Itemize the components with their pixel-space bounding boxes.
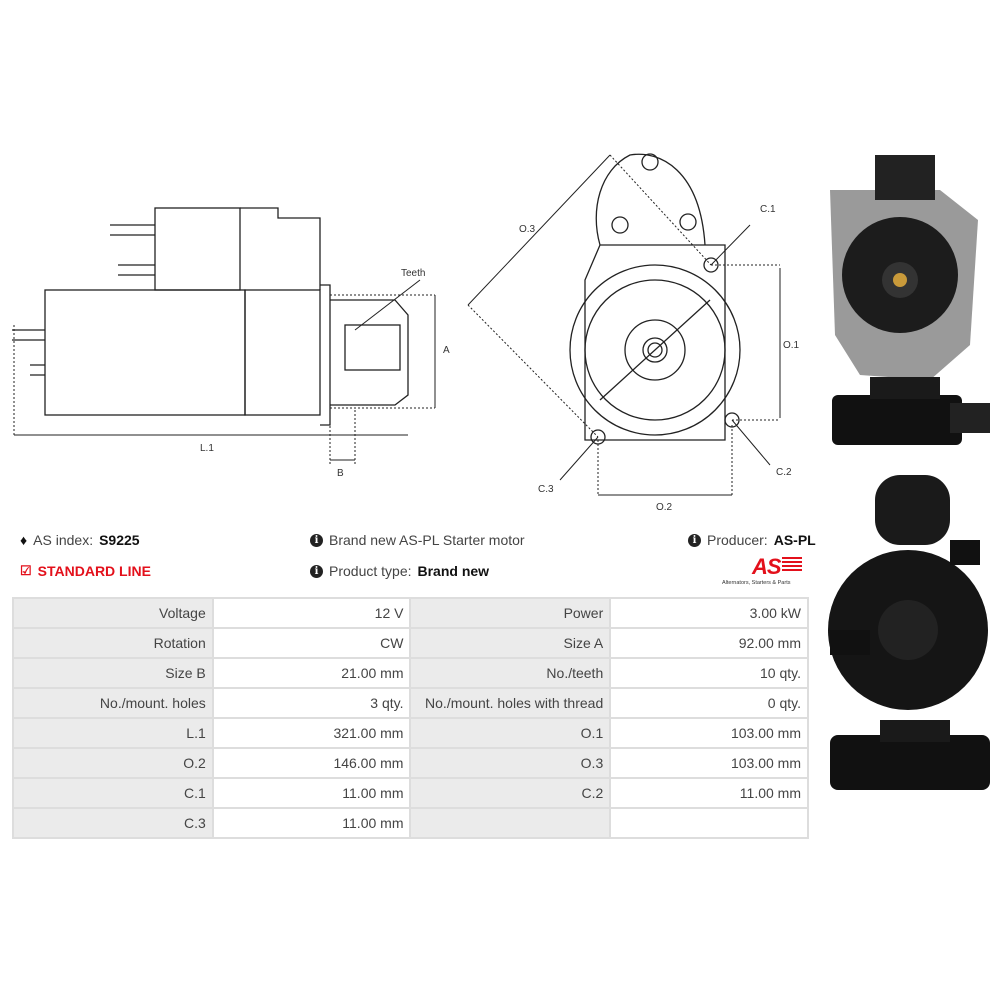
spec-value: 321.00 mm bbox=[211, 717, 412, 749]
spec-value: 146.00 mm bbox=[211, 747, 412, 779]
product-photos bbox=[828, 155, 990, 790]
spec-value: 3 qty. bbox=[211, 687, 412, 719]
spec-label: O.3 bbox=[409, 747, 612, 779]
spec-label: Rotation bbox=[12, 627, 214, 659]
spec-label: C.2 bbox=[409, 777, 612, 809]
logo-tagline: Alternators, Starters & Parts bbox=[722, 580, 791, 586]
spec-value: 92.00 mm bbox=[609, 627, 809, 659]
spec-value: 3.00 kW bbox=[609, 597, 809, 629]
label-b: B bbox=[337, 468, 344, 479]
label-o2: O.2 bbox=[656, 502, 673, 513]
spec-label: Voltage bbox=[12, 597, 214, 629]
logo-stripes bbox=[782, 557, 802, 573]
spec-label: O.1 bbox=[409, 717, 612, 749]
spec-label: Power bbox=[409, 597, 612, 629]
info-icon: i bbox=[310, 533, 323, 547]
label-o1: O.1 bbox=[783, 340, 800, 351]
spec-label: Size B bbox=[12, 657, 214, 689]
spec-value bbox=[609, 807, 809, 839]
spec-value: 10 qty. bbox=[609, 657, 809, 689]
spec-value: CW bbox=[211, 627, 412, 659]
producer-value: AS-PL bbox=[773, 532, 816, 548]
label-c2: C.2 bbox=[776, 467, 792, 478]
as-index-label: AS index: bbox=[33, 532, 94, 548]
product-type: i Product type: Brand new bbox=[310, 563, 489, 579]
producer: i Producer: AS-PL bbox=[688, 532, 816, 548]
spec-label: C.3 bbox=[12, 807, 214, 839]
front-view-drawing bbox=[467, 153, 781, 496]
spec-label: O.2 bbox=[12, 747, 214, 779]
checkbox-icon: ☑ bbox=[20, 563, 32, 578]
side-view-drawing bbox=[12, 207, 436, 465]
spec-label: Size A bbox=[409, 627, 612, 659]
tag-icon: ♦ bbox=[20, 532, 28, 548]
label-a: A bbox=[443, 345, 450, 356]
spec-value: 11.00 mm bbox=[211, 807, 412, 839]
spec-value: 0 qty. bbox=[609, 687, 809, 719]
standard-line-badge: ☑ STANDARD LINE bbox=[20, 563, 151, 579]
label-c3: C.3 bbox=[538, 484, 554, 495]
as-index-value: S9225 bbox=[99, 532, 140, 548]
description-text: Brand new AS-PL Starter motor bbox=[329, 532, 525, 548]
label-c1: C.1 bbox=[760, 204, 776, 215]
spec-value: 21.00 mm bbox=[211, 657, 412, 689]
info-icon: i bbox=[688, 533, 701, 547]
spec-label: No./mount. holes with thread bbox=[409, 687, 612, 719]
spec-value: 11.00 mm bbox=[609, 777, 809, 809]
as-pl-logo: AS Alternators, Starters & Parts bbox=[722, 554, 812, 588]
logo-text: AS bbox=[752, 554, 782, 579]
as-index: ♦ AS index: S9225 bbox=[20, 532, 140, 548]
product-type-value: Brand new bbox=[417, 563, 490, 579]
label-o3: O.3 bbox=[519, 224, 536, 235]
label-l1: L.1 bbox=[200, 443, 214, 454]
standard-line-text: STANDARD LINE bbox=[37, 563, 151, 579]
label-teeth: Teeth bbox=[401, 268, 426, 279]
spec-value: 103.00 mm bbox=[609, 747, 809, 779]
product-type-label: Product type: bbox=[329, 563, 412, 579]
producer-label: Producer: bbox=[707, 532, 768, 548]
spec-value: 11.00 mm bbox=[211, 777, 412, 809]
description: i Brand new AS-PL Starter motor bbox=[310, 532, 525, 548]
spec-label bbox=[409, 807, 612, 839]
spec-label: No./teeth bbox=[409, 657, 612, 689]
spec-value: 12 V bbox=[211, 597, 412, 629]
spec-value: 103.00 mm bbox=[609, 717, 809, 749]
spec-label: No./mount. holes bbox=[12, 687, 214, 719]
info-icon: i bbox=[310, 564, 323, 578]
spec-label: C.1 bbox=[12, 777, 214, 809]
spec-label: L.1 bbox=[12, 717, 214, 749]
